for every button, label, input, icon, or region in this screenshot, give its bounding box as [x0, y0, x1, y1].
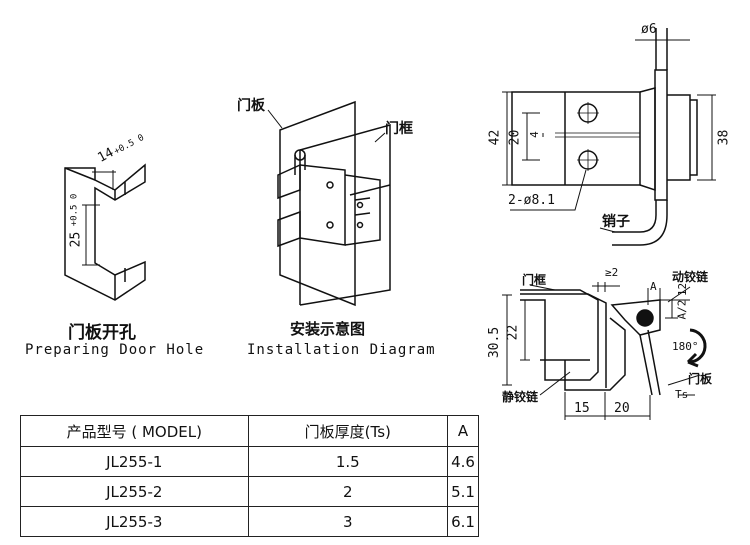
label-moving-hinge: 动铰链	[672, 270, 709, 284]
label-pin: 销子	[602, 214, 630, 230]
header-a: A	[447, 415, 479, 447]
cell-thickness: 2	[247, 476, 449, 507]
cell-a: 6.1	[447, 506, 479, 537]
label-door-section: 门板	[688, 372, 713, 386]
installation-title-cn: 安装示意图	[290, 320, 366, 338]
label-frame-section: 门框	[522, 273, 547, 287]
dim-holes: 2-ø8.1	[508, 193, 555, 208]
installation-title-en: Installation Diagram	[247, 342, 436, 358]
dim-hole-height-tolerance: +0.5 0	[69, 193, 80, 227]
door-hole-title-en: Preparing Door Hole	[25, 342, 205, 358]
dim-hole-height: 25	[68, 231, 84, 248]
installation-figure	[267, 100, 391, 307]
door-hole-figure	[64, 163, 146, 301]
dim-A: A	[650, 280, 657, 293]
cell-model: JL255-1	[20, 446, 249, 477]
model-spec-table: 产品型号 ( MODEL) 门板厚度(Ts) A JL255-1 1.5 4.6…	[20, 415, 479, 537]
door-hole-title-cn: 门板开孔	[68, 323, 136, 343]
dim-20-bottom: 20	[614, 401, 630, 416]
dim-gap: ≥2	[605, 266, 619, 279]
dim-42: 42	[487, 129, 503, 146]
dim-4: 4	[527, 131, 541, 138]
table-header-row: 产品型号 ( MODEL) 门板厚度(Ts) A	[20, 415, 479, 447]
table-row: JL255-2 2 5.1	[20, 476, 479, 507]
label-static-hinge: 静铰链	[502, 390, 539, 404]
header-thickness: 门板厚度(Ts)	[247, 415, 449, 447]
dim-A-half: A/2	[675, 299, 689, 320]
dim-22: 22	[505, 324, 521, 341]
dim-pin-diameter: ø6	[641, 22, 657, 37]
section-view-figure	[502, 282, 707, 420]
cell-a: 5.1	[447, 476, 479, 507]
table-row: JL255-3 3 6.1	[20, 506, 479, 537]
header-model: 产品型号 ( MODEL)	[20, 415, 249, 447]
dim-20: 20	[507, 129, 523, 146]
rotation-angle: 180°	[672, 340, 699, 353]
cell-a: 4.6	[447, 446, 479, 477]
dim-30-5: 30.5	[487, 326, 503, 359]
front-view-figure	[502, 28, 716, 246]
dim-15: 15	[574, 401, 590, 416]
cell-thickness: 1.5	[247, 446, 449, 477]
cell-thickness: 3	[247, 506, 449, 537]
dim-38: 38	[716, 129, 732, 146]
label-door-frame: 门框	[385, 121, 413, 137]
dim-12: 12	[676, 282, 690, 297]
cell-model: JL255-2	[20, 476, 249, 507]
cell-model: JL255-3	[20, 506, 249, 537]
table-row: JL255-1 1.5 4.6	[20, 446, 479, 477]
dim-ts: Ts	[675, 388, 689, 401]
label-door-panel: 门板	[237, 98, 265, 114]
